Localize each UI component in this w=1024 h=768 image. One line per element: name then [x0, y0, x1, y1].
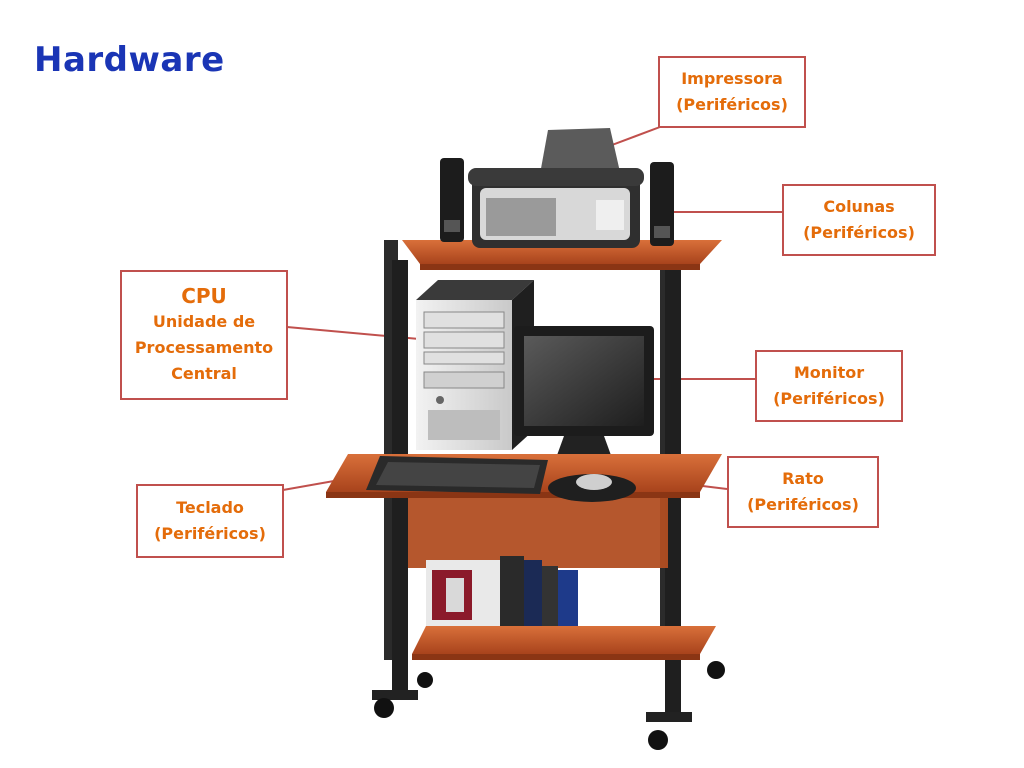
callout-cpu-name: CPU — [181, 284, 227, 308]
speakers — [440, 158, 674, 246]
callout-colunas-name: Colunas — [823, 197, 895, 216]
mouse — [548, 474, 636, 502]
callout-colunas: Colunas (Periféricos) — [782, 184, 936, 256]
printer — [468, 128, 644, 248]
monitor — [514, 326, 654, 462]
callout-monitor-name: Monitor — [793, 363, 865, 382]
callout-cpu-line1: Unidade de — [152, 312, 256, 331]
bottom-shelf — [412, 556, 716, 660]
callout-teclado-type: (Periféricos) — [154, 524, 266, 543]
callout-monitor: Monitor (Periféricos) — [755, 350, 903, 422]
callout-colunas-type: (Periféricos) — [803, 223, 915, 242]
callout-impressora-type: (Periféricos) — [676, 95, 788, 114]
callout-teclado: Teclado (Periféricos) — [136, 484, 284, 558]
callout-monitor-type: (Periféricos) — [773, 389, 885, 408]
callout-impressora: Impressora (Periféricos) — [658, 56, 806, 128]
callout-teclado-name: Teclado — [176, 498, 244, 517]
connector-cpu — [286, 326, 431, 341]
callout-cpu-line2: Processamento — [134, 338, 274, 357]
callout-rato: Rato (Periféricos) — [727, 456, 879, 528]
callout-cpu: CPU Unidade de Processamento Central — [120, 270, 288, 400]
slide-title: Hardware — [34, 40, 225, 80]
callout-rato-name: Rato — [782, 469, 824, 488]
callout-rato-type: (Periféricos) — [747, 495, 859, 514]
callout-impressora-name: Impressora — [681, 69, 783, 88]
keyboard — [366, 456, 548, 494]
callout-cpu-line3: Central — [171, 364, 237, 383]
